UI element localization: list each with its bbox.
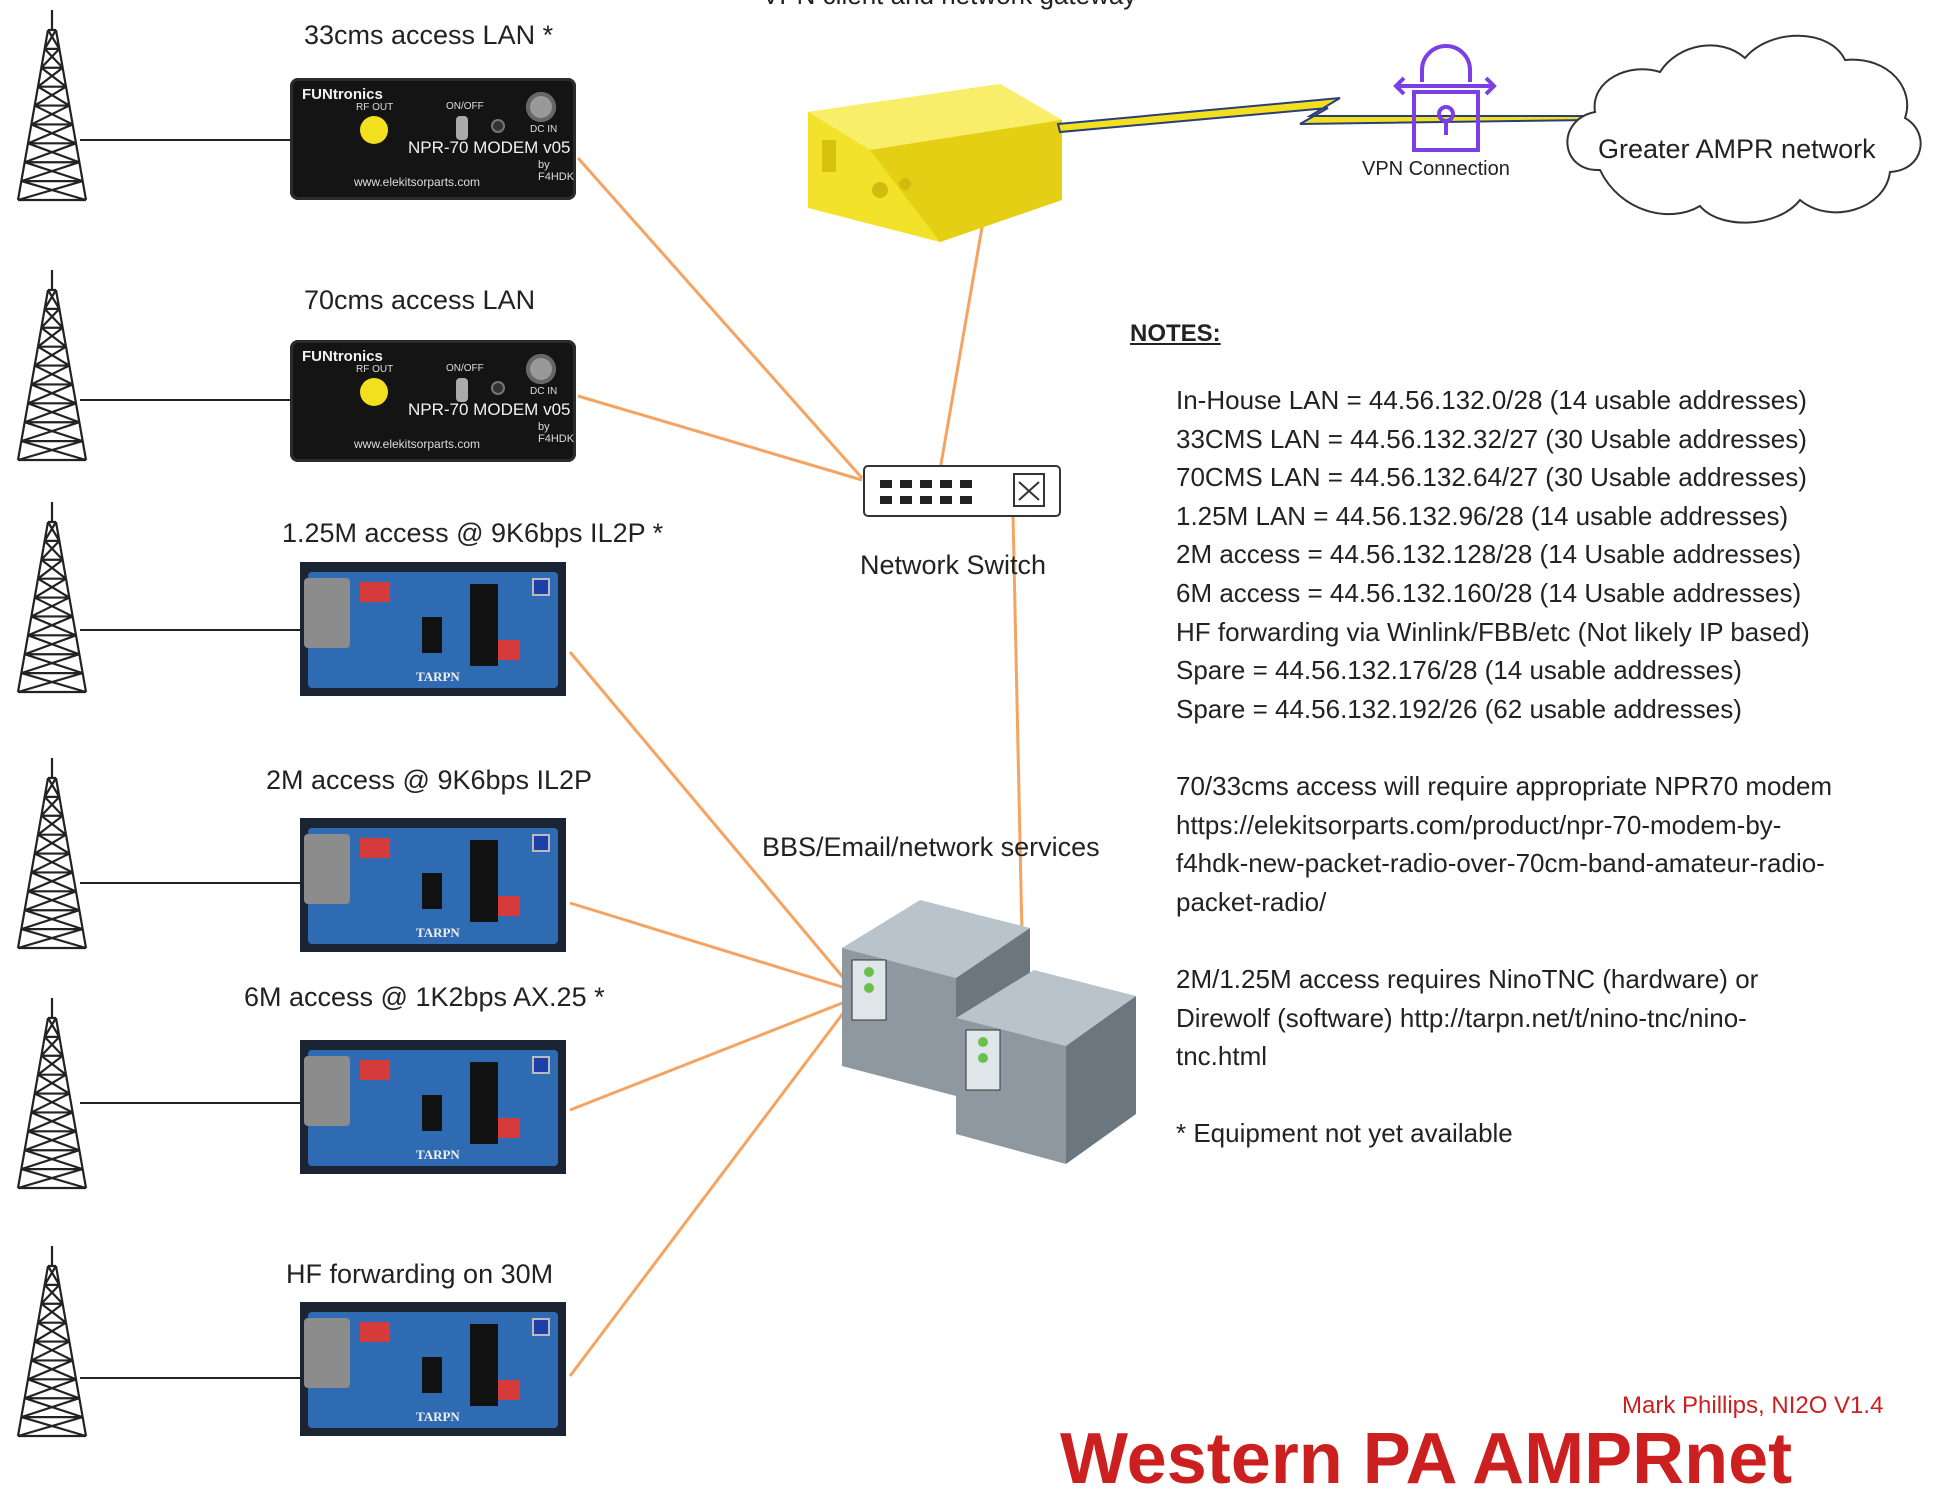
tnc-board-125m: TARPN [300,562,566,696]
label-cloud: Greater AMPR network [1598,134,1876,164]
note-line: Direwolf (software) http://tarpn.net/t/n… [1176,1002,1747,1033]
board-label: TARPN [416,669,460,684]
modem-onoff-label: ON/OFF [446,363,484,374]
note-line: Spare = 44.56.132.192/26 (62 usable addr… [1176,693,1742,724]
modem-title: NPR-70 MODEM v05 [408,138,571,157]
modem-by: by F4HDK [538,159,575,183]
note-line: In-House LAN = 44.56.132.0/28 (14 usable… [1176,385,1807,415]
notes-title: NOTES: [1130,320,1221,347]
status-led [493,383,503,393]
link-router-switch [938,209,987,471]
note-line: 6M access = 44.56.132.160/28 (14 Usable … [1176,578,1802,608]
modem-by: by F4HDK [538,421,575,445]
status-led [493,121,503,131]
rf-out-knob [360,378,388,406]
note-line: Spare = 44.56.132.176/28 (14 usable addr… [1176,655,1742,686]
note-line: 2M access = 44.56.132.128/28 (14 Usable … [1176,539,1802,570]
vpn-lock-icon [1393,44,1497,152]
label-services: BBS/Email/network services [762,832,1100,862]
modem-brand: FUNtronics [302,86,383,103]
link-switch-servers [1011,514,1024,936]
note-line: 70CMS LAN = 44.56.132.64/27 (30 Usable a… [1176,462,1807,493]
link-125m-servers [568,651,854,989]
label-hf-forwarding: HF forwarding on 30M [286,1259,554,1289]
note-line: HF forwarding via Winlink/FBB/etc (Not l… [1176,616,1810,647]
modem-url: www.elekitsorparts.com [354,175,481,189]
rf-out-knob [360,116,388,144]
label-125m-access: 1.25M access @ 9K6bps IL2P * [282,518,664,548]
note-line: 2M/1.25M access requires NinoTNC (hardwa… [1176,964,1759,994]
link-hf-servers [568,1003,852,1377]
label-vpn-connection: VPN Connection [1362,158,1510,180]
label-70cms-lan: 70cms access LAN [304,285,536,315]
tower-icon [16,1246,88,1438]
npr70-modem-70cms: FUNtronics RF OUT ON/OFF DC IN NPR-70 MO… [290,340,576,462]
label-2m-access: 2M access @ 9K6bps IL2P [266,765,593,795]
vpn-bolt [1056,97,1591,134]
tnc-board-2m: TARPN [300,818,566,952]
note-line: 70/33cms access will require appropriate… [1176,771,1833,801]
radio-towers [16,10,88,1438]
modem-rfout-label: RF OUT [356,364,394,375]
board-label: TARPN [416,1409,460,1424]
link-6m-servers [569,998,851,1112]
modem-title: NPR-70 MODEM v05 [408,400,571,419]
dc-jack [526,92,556,122]
router-caption: VPN client and network gateway [762,0,1136,11]
tower-icon [16,502,88,694]
author-credit: Mark Phillips, NI2O V1.4 [1622,1392,1884,1419]
power-switch [456,378,468,402]
label-33cms-lan: 33cms access LAN * [304,20,554,50]
link-70cms-switch [577,394,863,482]
note-line: 1.25M LAN = 44.56.132.96/28 (14 usable a… [1176,500,1789,531]
power-switch [456,116,468,140]
npr70-modem-33cms: FUNtronics RF OUT ON/OFF DC IN NPR-70 MO… [290,78,576,200]
cloud-shape [1566,34,1922,224]
modem-dcin-label: DC IN [530,386,558,397]
modem-url: www.elekitsorparts.com [354,437,481,451]
servers-icon [842,900,1136,1164]
label-6m-access: 6M access @ 1K2bps AX.25 * [244,982,605,1012]
network-diagram [16,10,1922,1438]
modem-onoff-label: ON/OFF [446,101,484,112]
network-links [568,157,1024,1377]
switch-icon [863,465,1061,517]
tower-icon [16,270,88,462]
router-icon [808,84,1062,242]
note-line: 33CMS LAN = 44.56.132.32/27 (30 Usable a… [1176,423,1807,454]
watermark-title: Western PA AMPRnet [1060,1419,1793,1499]
modem-dcin-label: DC IN [530,124,558,135]
link-33cms-switch [576,157,864,479]
modem-brand: FUNtronics [302,348,383,365]
note-line: * Equipment not yet available [1176,1118,1513,1149]
tnc-board-hf: TARPN [300,1302,566,1436]
modem-rfout-label: RF OUT [356,102,394,113]
board-label: TARPN [416,1147,460,1162]
tnc-board-6m: TARPN [300,1040,566,1174]
note-line: packet-radio/ [1176,886,1327,917]
note-line: f4hdk-new-packet-radio-over-70cm-band-am… [1176,848,1825,879]
tower-icon [16,998,88,1190]
link-2m-servers [569,901,853,992]
note-line: https://elekitsorparts.com/product/npr-7… [1176,809,1782,840]
antenna-feed-lines [80,139,300,1379]
tower-icon [16,10,88,202]
board-label: TARPN [416,925,460,940]
note-line: tnc.html [1176,1041,1268,1072]
label-network-switch: Network Switch [860,550,1047,580]
dc-jack [526,354,556,384]
tower-icon [16,758,88,950]
